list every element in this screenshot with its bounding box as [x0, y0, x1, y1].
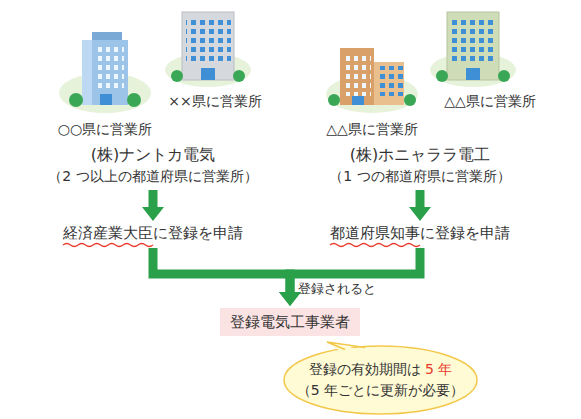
bubble-outline — [283, 344, 478, 416]
node-text: 経済産業大臣に登録を申請 — [63, 224, 243, 242]
node-text: 登録電気工事業者 — [230, 313, 350, 331]
company-text: (株)ナントカ電気 （2 つ以上の都道府県に営業所） — [40, 143, 266, 187]
company-text: (株)ホニャララ電工 （1 つの都道府県に営業所） — [307, 143, 533, 187]
building-top — [92, 32, 122, 41]
windows — [186, 18, 231, 64]
bubble-body — [284, 346, 477, 414]
edge-label: 登録されると — [298, 281, 376, 297]
windows — [451, 18, 496, 64]
node-text: 5 年 — [425, 361, 452, 377]
text-line: (株)ホニャララ電工 — [350, 144, 490, 166]
door — [100, 94, 112, 105]
bush — [436, 70, 448, 82]
windows — [94, 46, 124, 92]
building — [372, 62, 404, 105]
door — [201, 68, 215, 80]
text-line: 都道府県知事に登録を申請 — [330, 223, 510, 243]
office-label: ○○県に営業所 — [35, 120, 175, 138]
node-text: (株)ナントカ電気 — [91, 145, 215, 164]
bush — [69, 93, 83, 107]
node-text: 都道府県知事に登録を申請 — [330, 224, 510, 242]
text-line: （5 年ごとに更新が必要） — [297, 380, 464, 401]
text-line: （1 つの都道府県に営業所） — [329, 166, 510, 186]
windows — [344, 54, 371, 96]
node-text: （5 年ごとに更新が必要） — [297, 382, 464, 398]
text-line: (株)ナントカ電気 — [91, 144, 215, 166]
node-text: 登録の有効期間は — [309, 361, 421, 377]
door — [466, 68, 480, 80]
building — [447, 12, 499, 80]
text-line: 経済産業大臣に登録を申請 — [63, 223, 243, 243]
text-line: 登録の有効期間は5 年 — [309, 359, 453, 380]
bush — [404, 94, 416, 106]
text-line: 登録電気工事業者 — [230, 312, 350, 332]
building — [340, 48, 374, 105]
wavy-underline — [330, 244, 420, 247]
windows — [376, 66, 403, 96]
door — [352, 96, 364, 105]
node-text: （2 つ以上の都道府県に営業所） — [48, 168, 257, 184]
bush — [233, 70, 245, 82]
bush — [171, 70, 183, 82]
bush — [498, 70, 510, 82]
text-line: （2 つ以上の都道府県に営業所） — [48, 166, 257, 186]
application-step: 経済産業大臣に登録を申請 — [43, 223, 263, 243]
bush — [127, 93, 141, 107]
office-label: △△県に営業所 — [420, 92, 560, 110]
bush — [328, 94, 340, 106]
flow-arrow — [153, 248, 290, 292]
wavy-underline — [63, 244, 153, 247]
office-label: ××県に営業所 — [145, 92, 285, 110]
callout-bubble: 登録の有効期間は5 年 （5 年ごとに更新が必要） — [283, 344, 478, 416]
node-text: (株)ホニャララ電工 — [350, 145, 490, 164]
node-text: （1 つの都道府県に営業所） — [329, 168, 510, 184]
flow-arrow — [149, 190, 158, 207]
application-step: 都道府県知事に登録を申請 — [310, 223, 530, 243]
flow-arrow — [416, 190, 425, 207]
bubble-tail-outline — [327, 342, 365, 350]
building-side — [82, 40, 92, 105]
building — [82, 40, 128, 105]
result-box: 登録電気工事業者 — [220, 308, 360, 336]
building — [182, 12, 234, 80]
office-label: △△県に営業所 — [302, 120, 442, 138]
bubble-tail — [327, 342, 367, 353]
